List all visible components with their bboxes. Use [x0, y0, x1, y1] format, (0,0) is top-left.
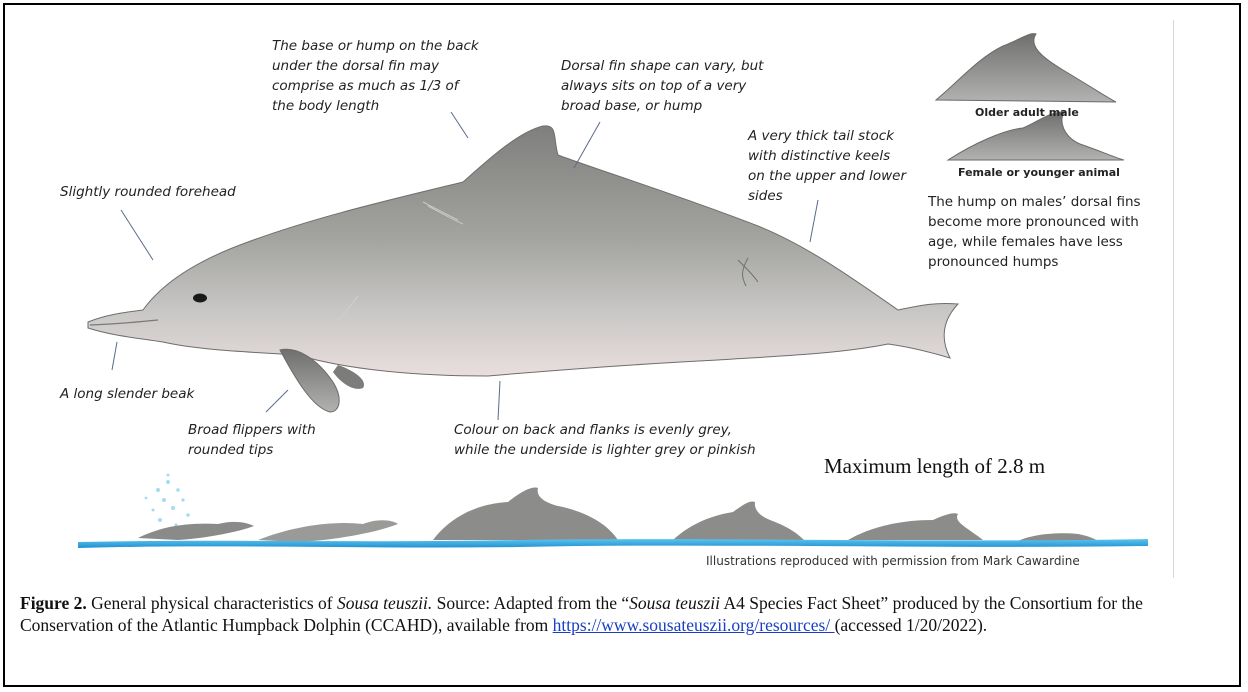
caption-species-2: Sousa teuszii	[629, 593, 720, 613]
surf-dolphin-2	[258, 520, 398, 542]
water-line	[78, 539, 1148, 548]
caption-label: Figure 2.	[20, 593, 87, 613]
hump-annotation: The base or hump on the back under the d…	[272, 36, 479, 116]
female-fin-label: Female or younger animal	[958, 166, 1120, 179]
caption-link[interactable]: https://www.sousateuszii.org/resources/	[553, 615, 835, 635]
surfacing-sequence	[78, 474, 1148, 549]
illustration-credit: Illustrations reproduced with permission…	[706, 554, 1080, 568]
male-fin-illustration	[936, 34, 1116, 102]
surf-dolphin-3	[433, 488, 618, 540]
female-fin-illustration	[948, 112, 1124, 160]
caption-text-4: (accessed 1/20/2022).	[835, 615, 988, 635]
caption-text-1: General physical characteristics of	[87, 593, 337, 613]
flippers-annotation: Broad flippers with rounded tips	[188, 420, 316, 460]
figure-caption: Figure 2. General physical characteristi…	[20, 592, 1190, 636]
spray	[145, 474, 190, 527]
surf-dolphin-5	[848, 513, 983, 540]
surf-dolphin-6	[1018, 533, 1098, 541]
eye	[193, 294, 207, 303]
surf-dolphin-4	[673, 501, 804, 540]
colour-annotation: Colour on back and flanks is evenly grey…	[454, 420, 756, 460]
fin-note: The hump on males’ dorsal fins become mo…	[928, 192, 1141, 272]
dorsal-annotation: Dorsal fin shape can vary, but always si…	[561, 56, 763, 116]
surf-dolphin-1	[138, 522, 254, 540]
male-fin-label: Older adult male	[975, 106, 1079, 119]
tail-annotation: A very thick tail stock with distinctive…	[748, 126, 906, 206]
illustration-panel: Slightly rounded forehead The base or hu…	[18, 20, 1174, 578]
rear-flipper	[333, 365, 364, 389]
max-length-label: Maximum length of 2.8 m	[824, 454, 1045, 479]
beak-annotation: A long slender beak	[60, 384, 194, 404]
caption-species: Sousa teuszii.	[337, 593, 432, 613]
forehead-annotation: Slightly rounded forehead	[60, 182, 236, 202]
caption-text-2: Source: Adapted from the “	[432, 593, 629, 613]
